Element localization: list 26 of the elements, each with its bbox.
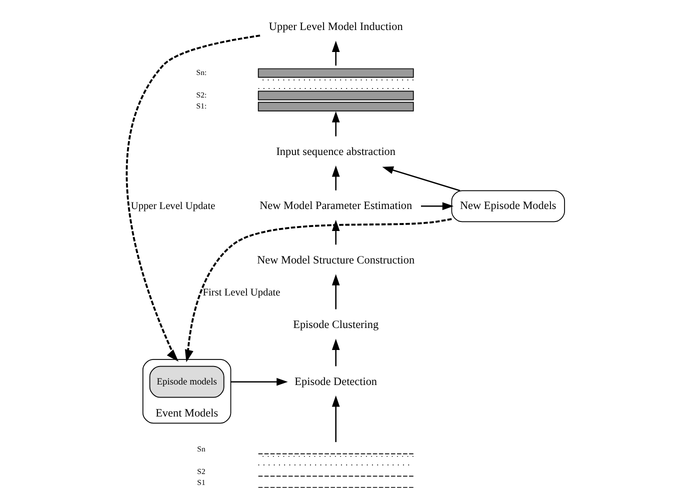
edge-label: Upper Level Update	[130, 200, 215, 212]
node-label: Sn:	[196, 68, 206, 77]
arrow	[331, 338, 340, 366]
arrow	[230, 378, 288, 386]
arrow	[420, 202, 454, 210]
edge-label: First Level Update	[202, 287, 280, 298]
node-label: S1	[196, 478, 205, 487]
node-label: S1:	[196, 102, 206, 111]
arrow	[331, 40, 340, 66]
node-text: New Model Structure Construction	[256, 254, 414, 266]
node-box: New Episode Models	[450, 190, 564, 222]
node-text: New Model Parameter Estimation	[259, 200, 412, 212]
node-label: Sn	[196, 444, 205, 454]
arrow	[331, 396, 340, 442]
arrow	[331, 111, 340, 136]
node-label: S2:	[196, 90, 206, 100]
arrow	[382, 166, 460, 192]
arrow	[331, 166, 340, 190]
node-label: S2	[196, 466, 205, 476]
node-text: Episode Detection	[294, 376, 377, 388]
arrow	[331, 274, 340, 310]
node-text: Upper Level Model Induction	[268, 20, 402, 33]
node-text: Input sequence abstraction	[276, 146, 396, 158]
node-box: Episode models	[148, 366, 224, 398]
node-text: Episode Clustering	[292, 318, 378, 331]
arrow	[125, 34, 260, 362]
